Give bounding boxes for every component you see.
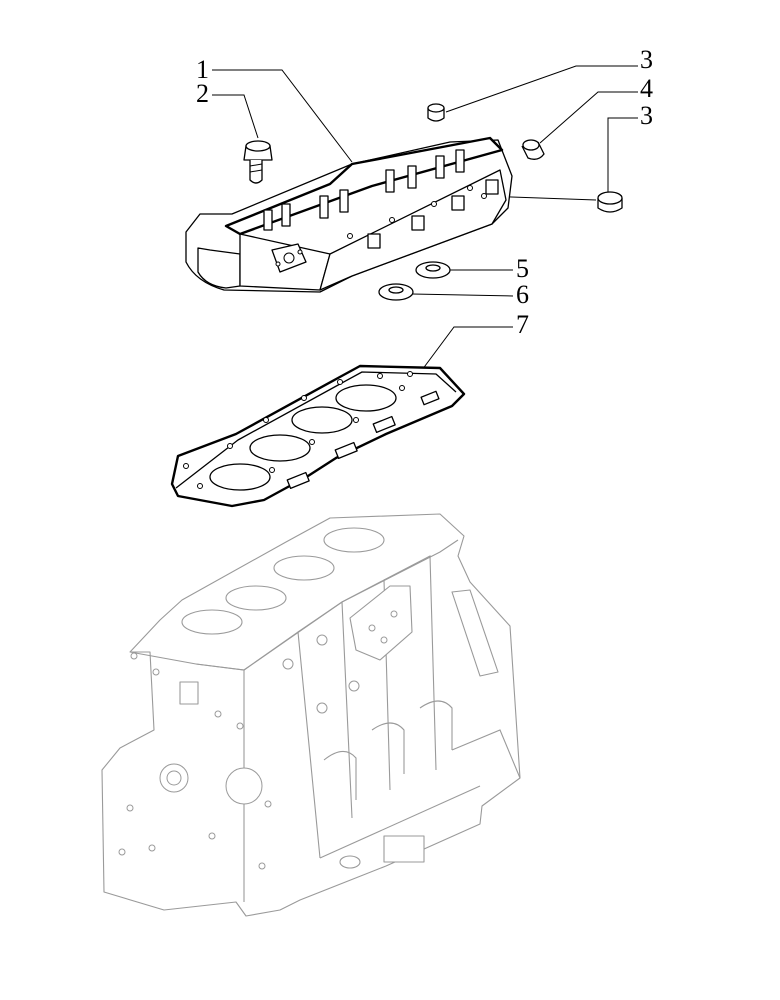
callout-label-5: 5 — [516, 254, 529, 283]
gasket-bore-4 — [335, 384, 397, 412]
block-bore-4 — [323, 527, 385, 553]
plug-lower[interactable] — [597, 191, 623, 213]
cylinder-head-rim — [224, 136, 504, 236]
sleeve-plug[interactable] — [521, 139, 545, 160]
callout-label-7: 7 — [516, 310, 529, 339]
bolt-head-top — [245, 140, 271, 152]
callout-label-3-lower: 3 — [640, 101, 653, 130]
block-side-rail — [451, 589, 499, 677]
head-gasket[interactable] — [170, 364, 466, 508]
callout-label-3-upper: 3 — [640, 45, 653, 74]
leader-line-1 — [212, 69, 353, 163]
callout-4[interactable]: 4 — [539, 74, 653, 144]
gasket-bore-3 — [291, 406, 353, 434]
block-bore-1 — [181, 609, 243, 635]
block-mount-plate — [349, 585, 413, 661]
callout-6[interactable]: 6 — [411, 280, 529, 309]
leader-line-6 — [411, 293, 514, 297]
leader-line-7 — [421, 326, 513, 371]
bolt-part[interactable] — [243, 140, 273, 184]
callout-2[interactable]: 2 — [196, 79, 259, 139]
leader-line-3-upper — [445, 65, 638, 113]
callout-1[interactable]: 1 — [196, 55, 353, 163]
block-oil-pad — [383, 835, 425, 863]
washer-6[interactable] — [378, 283, 414, 301]
callout-label-4: 4 — [640, 74, 653, 103]
plug-upper[interactable] — [427, 103, 445, 122]
callout-label-2: 2 — [196, 79, 209, 108]
callout-3-upper[interactable]: 3 — [445, 45, 653, 113]
callout-5[interactable]: 5 — [447, 254, 529, 283]
callout-label-6: 6 — [516, 280, 529, 309]
leader-line-2 — [212, 94, 259, 139]
gasket-bore-2 — [249, 434, 311, 462]
block-bore-3 — [273, 555, 335, 581]
cylinder-head[interactable] — [185, 136, 513, 293]
gasket-bore-1 — [209, 463, 271, 491]
callout-3-lower[interactable]: 3 — [607, 101, 653, 192]
callout-label-1: 1 — [196, 55, 209, 84]
callout-7[interactable]: 7 — [421, 310, 529, 371]
leader-line-3-lower — [607, 117, 638, 192]
block-bore-2 — [225, 585, 287, 611]
engine-block — [101, 513, 521, 917]
washer-5[interactable] — [415, 261, 451, 279]
leader-line-4 — [539, 91, 638, 144]
